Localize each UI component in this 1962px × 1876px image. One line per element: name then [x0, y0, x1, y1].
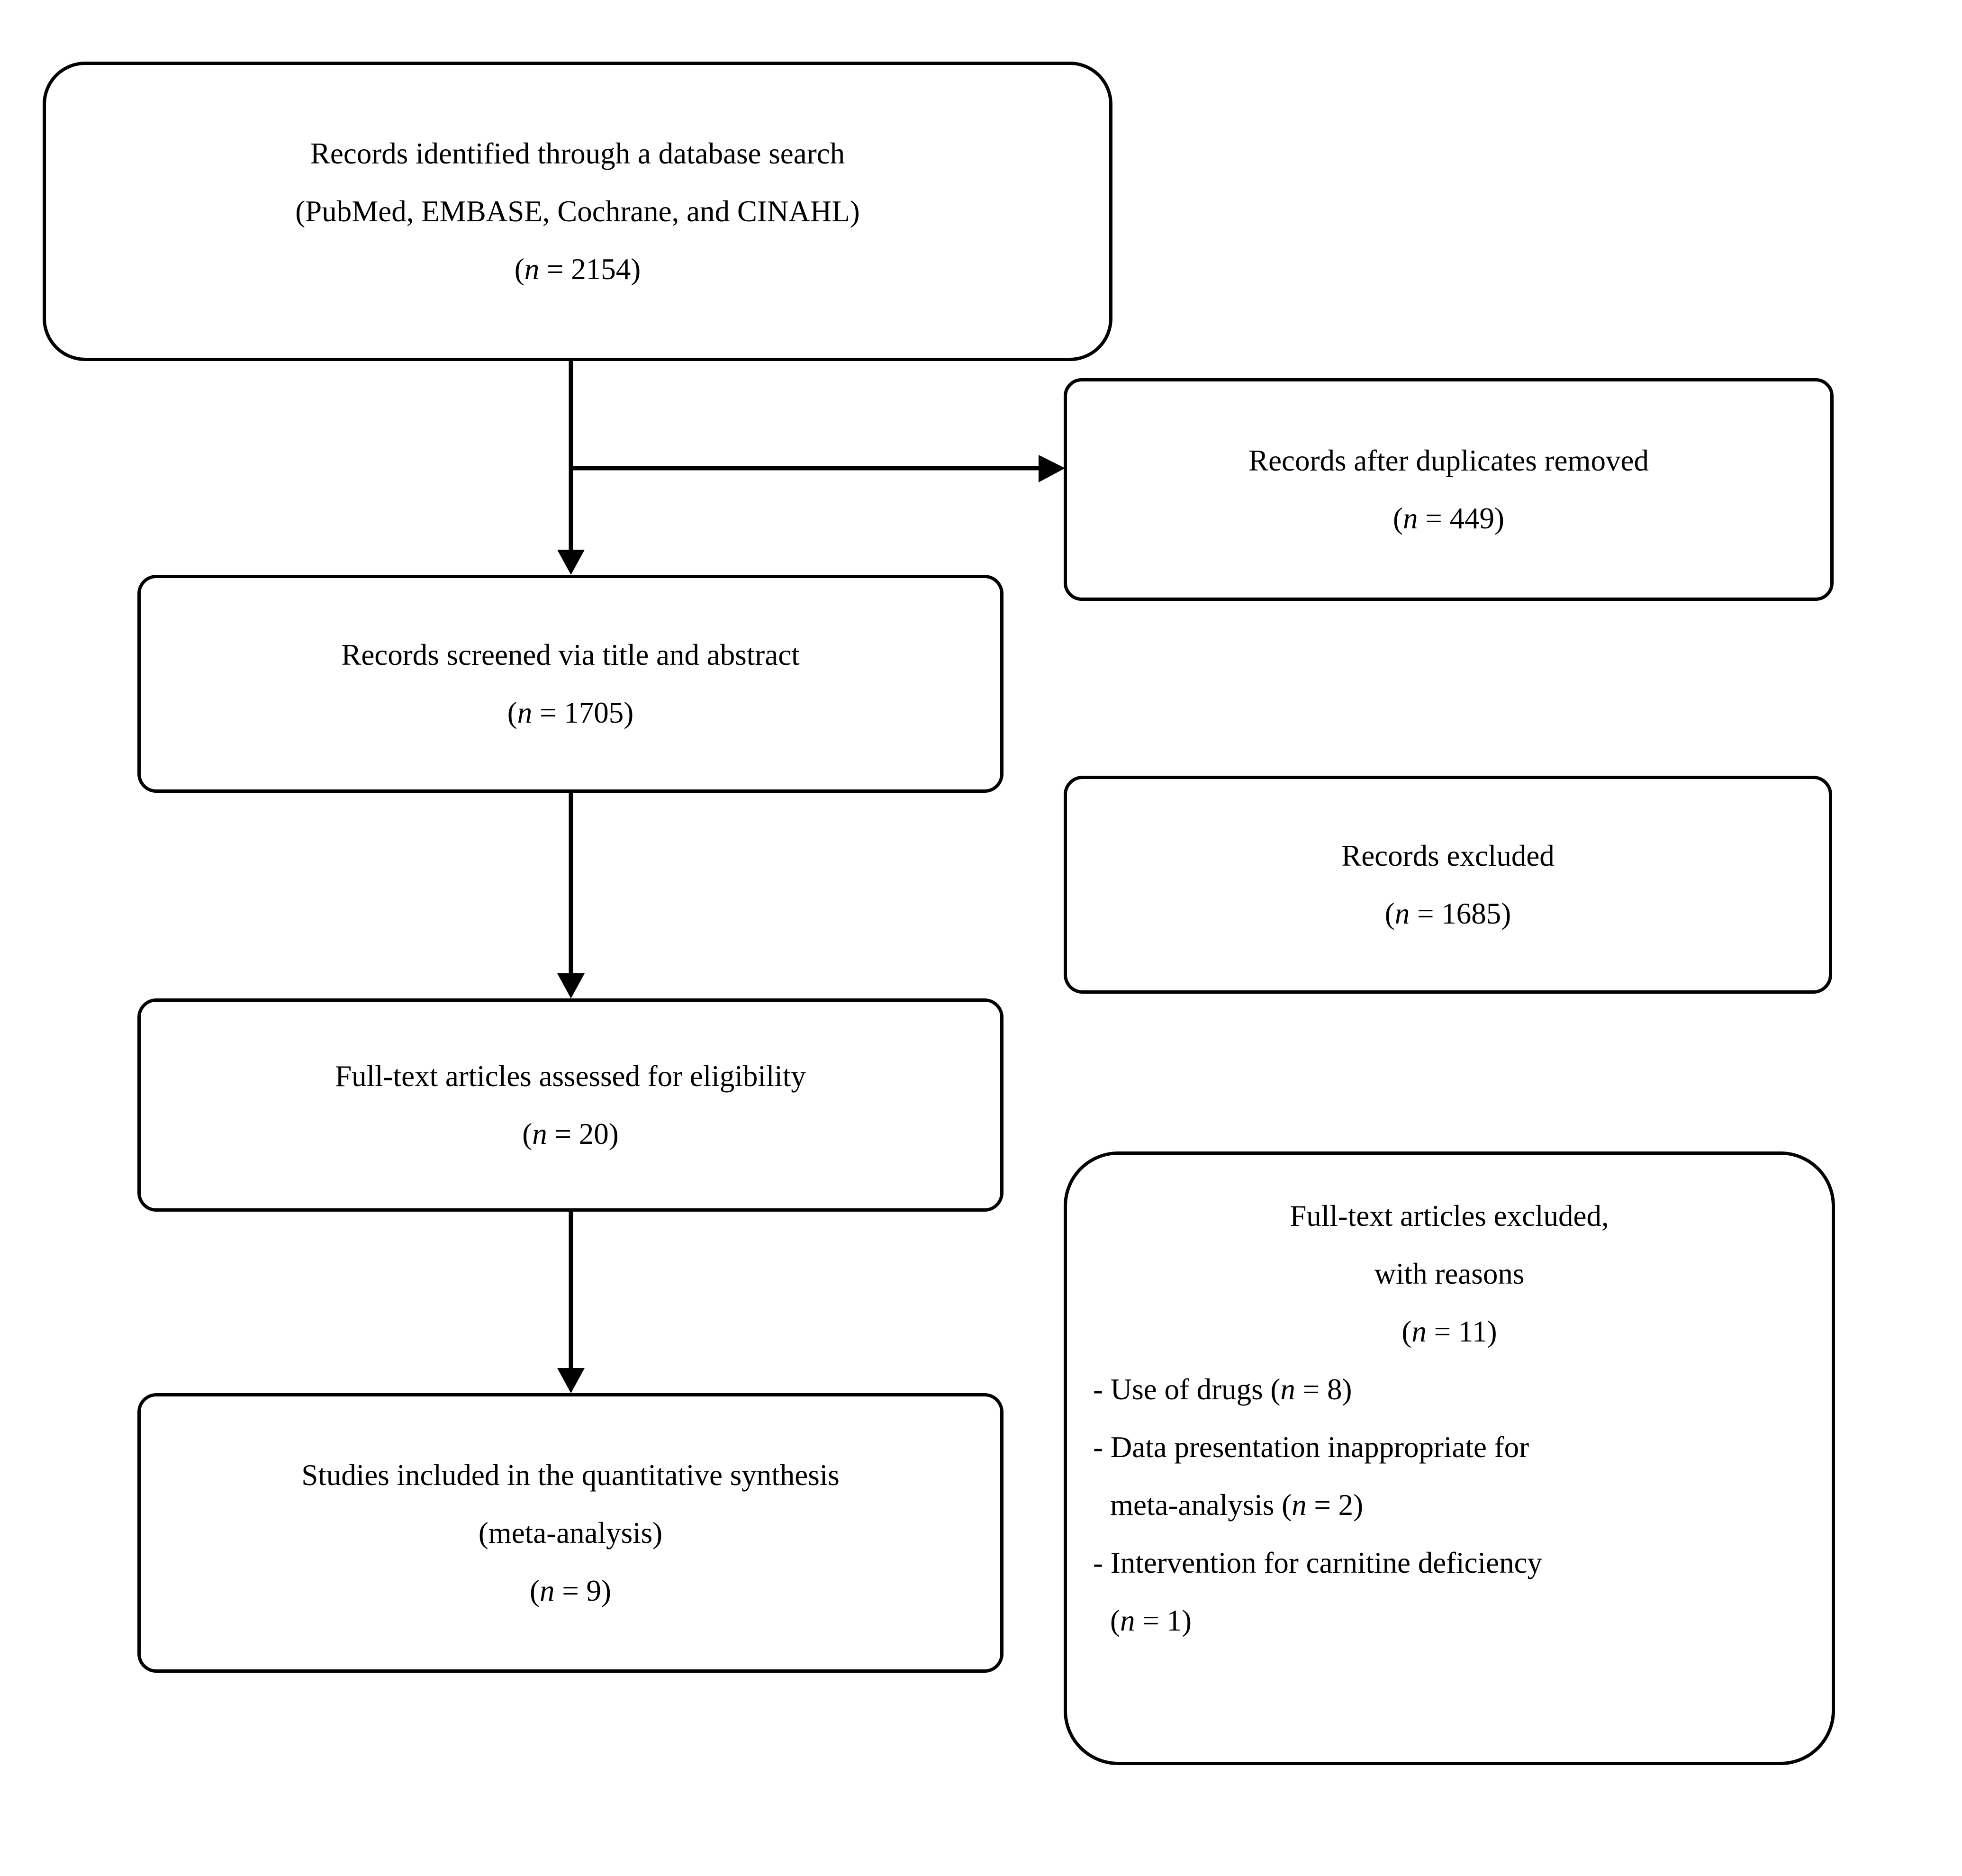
connector-identified-to-screened: [557, 361, 585, 575]
box-studies-included: Studies included in the quantitative syn…: [137, 1393, 1004, 1673]
records-identified-line-1: Records identified through a database se…: [310, 137, 845, 170]
reasons-heading-line-1: Full-text articles excluded,: [1290, 1199, 1609, 1233]
records-excluded-label: Records excluded: [1341, 839, 1555, 872]
reason-item-data-presentation: - Data presentation inappropriate for: [1093, 1431, 1529, 1464]
box-records-excluded: Records excluded (n = 1685): [1064, 776, 1832, 994]
full-text-assessed-count: (n = 20): [522, 1117, 619, 1151]
reasons-heading-count: (n = 11): [1401, 1315, 1497, 1348]
box-records-after-duplicates-removed: Records after duplicates removed (n = 44…: [1064, 378, 1834, 601]
box-records-screened: Records screened via title and abstract …: [137, 575, 1004, 793]
duplicates-removed-count: (n = 449): [1393, 502, 1504, 535]
connector-identified-to-duplicates: [571, 455, 1065, 482]
reason-item-carnitine-deficiency: - Intervention for carnitine deficiency: [1093, 1546, 1543, 1579]
studies-included-label: Studies included in the quantitative syn…: [301, 1459, 840, 1492]
reasons-heading-line-2: with reasons: [1374, 1257, 1525, 1290]
full-text-assessed-label: Full-text articles assessed for eligibil…: [335, 1060, 806, 1093]
duplicates-removed-label: Records after duplicates removed: [1248, 444, 1649, 477]
studies-included-count: (n = 9): [530, 1574, 611, 1607]
reasons-heading: Full-text articles excluded, with reason…: [1067, 1187, 1832, 1360]
box-full-text-excluded-with-reasons: Full-text articles excluded, with reason…: [1064, 1151, 1835, 1765]
reason-item-data-presentation-wrap: meta-analysis (n = 2): [1110, 1488, 1364, 1522]
connector-screened-to-fulltext: [557, 793, 585, 998]
records-excluded-count: (n = 1685): [1384, 897, 1511, 930]
studies-included-subtitle: (meta-analysis): [478, 1516, 663, 1550]
records-screened-label: Records screened via title and abstract: [341, 638, 800, 671]
records-identified-line-2: (PubMed, EMBASE, Cochrane, and CINAHL): [295, 195, 860, 228]
reason-item-use-of-drugs: - Use of drugs (n = 8): [1093, 1373, 1352, 1406]
box-records-identified: Records identified through a database se…: [43, 62, 1112, 361]
box-full-text-assessed: Full-text articles assessed for eligibil…: [137, 998, 1004, 1212]
records-identified-count: (n = 2154): [514, 253, 641, 286]
connector-fulltext-to-included: [557, 1212, 585, 1393]
reasons-list: - Use of drugs (n = 8) - Data presentati…: [1067, 1360, 1832, 1649]
records-screened-count: (n = 1705): [507, 696, 634, 729]
reason-item-carnitine-deficiency-wrap: (n = 1): [1110, 1604, 1192, 1637]
